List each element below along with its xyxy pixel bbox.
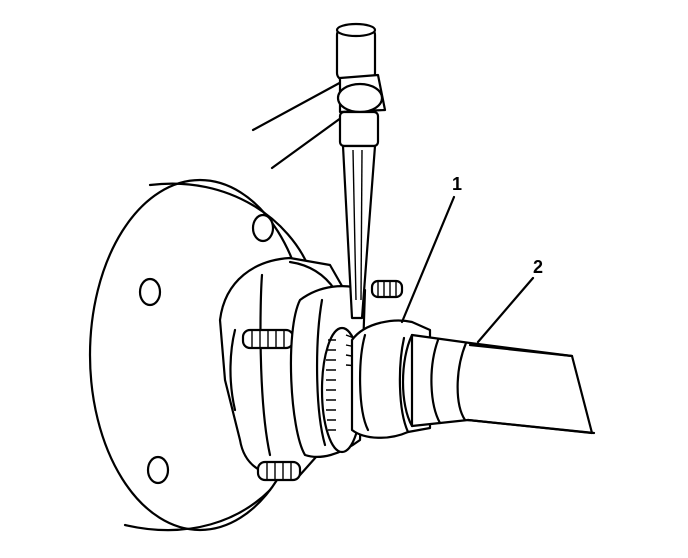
tool-chisel [341,144,377,320]
tool-collar [338,110,380,148]
wheel-stud-left [241,328,295,350]
axle-seal-collar [350,319,432,439]
wheel-stud-upper [370,279,404,299]
callout-label-2: 2 [533,257,544,277]
puller-tool [251,22,387,320]
flange-hole [146,455,170,485]
flange-hole [251,213,275,243]
wheel-stud-lower [256,460,302,482]
leader-line-1 [400,195,456,324]
flange-hole [138,277,162,307]
callout-label-1: 1 [452,174,463,194]
axle-shaft [401,333,596,435]
leader-line-2 [476,276,535,344]
